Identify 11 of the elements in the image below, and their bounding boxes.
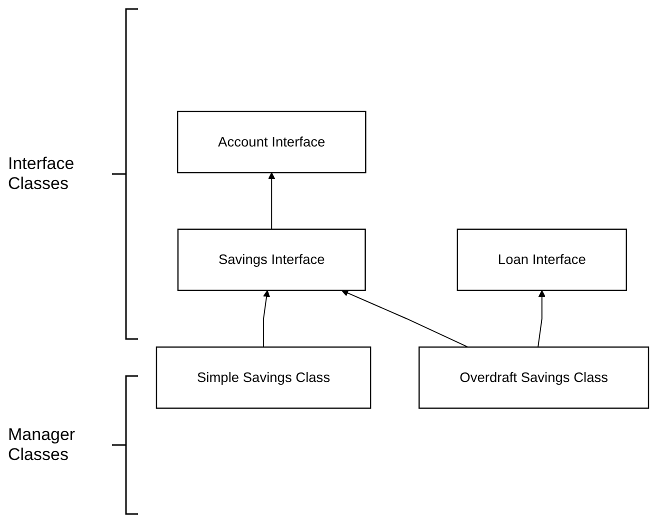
node-box: Account Interface xyxy=(176,111,366,174)
arrow xyxy=(538,290,546,348)
group-label: Manager Classes xyxy=(8,425,76,465)
node-box: Loan Interface xyxy=(456,228,628,292)
node-box: Savings Interface xyxy=(177,228,366,292)
arrow xyxy=(268,172,276,230)
group-label: Interface Classes xyxy=(8,154,76,194)
node-box: Simple Savings Class xyxy=(156,346,372,409)
arrow xyxy=(263,290,270,348)
node-box: Overdraft Savings Class xyxy=(418,346,650,409)
arrow xyxy=(341,290,468,348)
